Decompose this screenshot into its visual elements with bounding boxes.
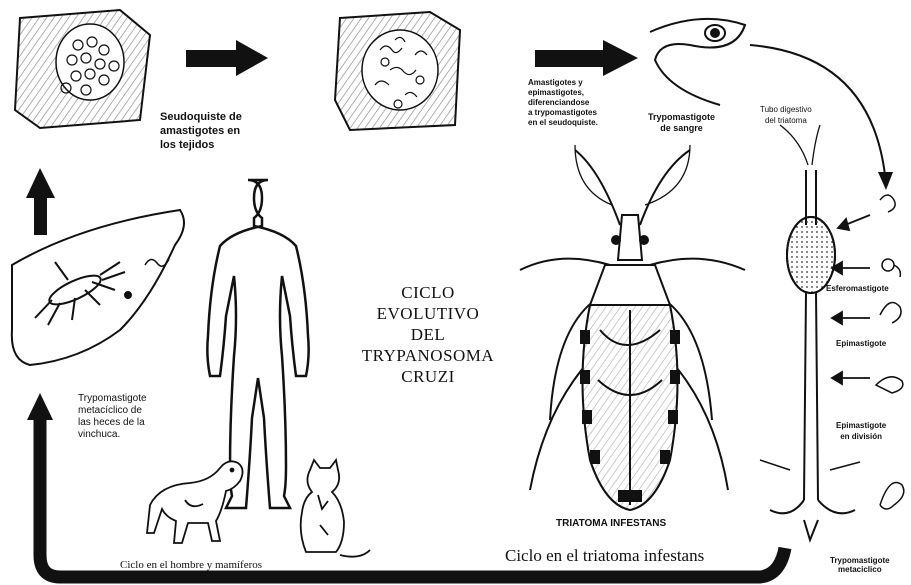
title-line: CICLO: [338, 282, 518, 303]
amastigotes-differentiation-label: Amastigotes y epimastigotes, diferencian…: [528, 78, 598, 128]
metacyclic-trypomastigote-right-label: Trypomastigote metaciclico: [830, 556, 890, 574]
tissue-pseudocyst-illustration: [15, 10, 150, 128]
triatoma-cycle-label: Ciclo en el triatoma infestans: [505, 546, 704, 566]
title-line: DEL: [338, 324, 518, 345]
digestive-tube-label: Tubo digestivo del triatoma: [760, 104, 812, 126]
blood-trypomastigote-illustration: [650, 19, 745, 105]
title-line: CRUZI: [338, 366, 518, 387]
arrow-right-1-icon: [186, 40, 268, 76]
esferomastigote-label: Esferomastigote: [826, 283, 889, 294]
cat-illustration: [301, 460, 370, 557]
triatoma-infestans-label: TRIATOMA INFESTANS: [556, 518, 666, 529]
tissue-differentiation-illustration: [335, 12, 460, 130]
arrow-up-icon: [26, 168, 55, 198]
metacyclic-trypomastigote-left-label: Trypomastigote metacíclico de las heces …: [78, 393, 147, 441]
human-figure-illustration: [207, 180, 308, 508]
title-line: EVOLUTIVO: [338, 303, 518, 324]
epimastigote-label: Epimastigote: [836, 338, 886, 349]
parasite-forms-illustration: [876, 195, 904, 509]
title-line: TRYPANOSOMA: [338, 345, 518, 366]
seudoquiste-label: Seudoquiste de amastigotes en los tejido…: [160, 110, 242, 152]
arrow-right-2-icon: [535, 40, 638, 76]
blood-trypomastigote-label: Trypomastigote de sangre: [648, 112, 715, 134]
return-cycle-arrowhead: [27, 393, 53, 420]
triatoma-infestans-illustration: [520, 150, 745, 510]
human-mammal-cycle-label: Ciclo en el hombre y mamíferos: [120, 560, 262, 571]
diagram-title: CICLO EVOLUTIVO DEL TRYPANOSOMA CRUZI: [338, 282, 518, 387]
epimastigote-division-label: Epimastigote en división: [836, 420, 886, 442]
